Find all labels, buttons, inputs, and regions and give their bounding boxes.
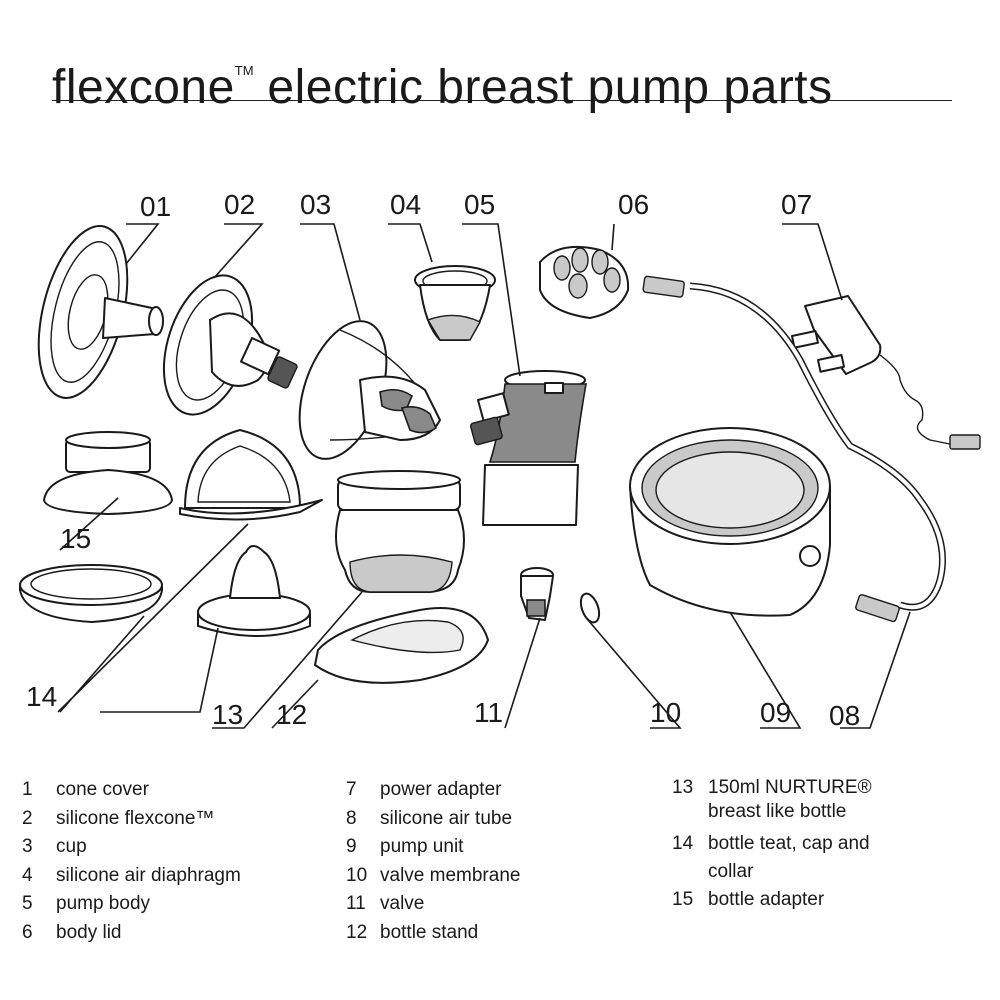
part-cone-cover — [37, 225, 164, 399]
part-valve — [520, 567, 554, 621]
callout-04: 04 — [390, 189, 421, 220]
callout-13: 13 — [212, 699, 243, 730]
callout-12: 12 — [276, 699, 307, 730]
callout-03: 03 — [300, 189, 331, 220]
title-text: flexconeTM electric breast pump parts — [52, 61, 833, 114]
callout-11: 11 — [474, 697, 503, 728]
callout-15: 15 — [60, 523, 91, 554]
callout-06: 06 — [618, 189, 649, 220]
callout-numbers: 01 02 03 04 05 06 07 08 09 10 11 12 13 1… — [26, 189, 860, 731]
callout-05: 05 — [464, 189, 495, 220]
callout-08: 08 — [829, 700, 860, 731]
diagram-title: flexconeTM electric breast pump parts — [52, 42, 952, 114]
callout-10: 10 — [650, 697, 681, 728]
callout-02: 02 — [224, 189, 255, 220]
part-bottle-stand — [314, 607, 489, 684]
exploded-parts-illustration: 01 02 03 04 05 06 07 08 09 10 11 12 13 1… — [19, 189, 981, 731]
part-silicone-air-tube — [642, 275, 946, 623]
callout-14: 14 — [26, 681, 57, 712]
callout-09: 09 — [760, 697, 791, 728]
part-valve-membrane — [579, 592, 601, 624]
part-pump-unit — [629, 427, 831, 617]
part-cup — [298, 320, 441, 460]
part-bottle — [335, 470, 465, 593]
part-silicone-air-diaphragm — [414, 265, 496, 341]
part-bottle-teat-cap-collar — [19, 429, 323, 637]
part-body-lid — [539, 245, 630, 319]
part-pump-body — [469, 370, 587, 526]
part-bottle-adapter — [43, 431, 173, 515]
part-silicone-flexcone — [162, 274, 298, 416]
callout-leader-lines — [57, 223, 911, 729]
part-power-adapter — [791, 295, 981, 450]
callout-07: 07 — [781, 189, 812, 220]
callout-01: 01 — [140, 191, 171, 222]
